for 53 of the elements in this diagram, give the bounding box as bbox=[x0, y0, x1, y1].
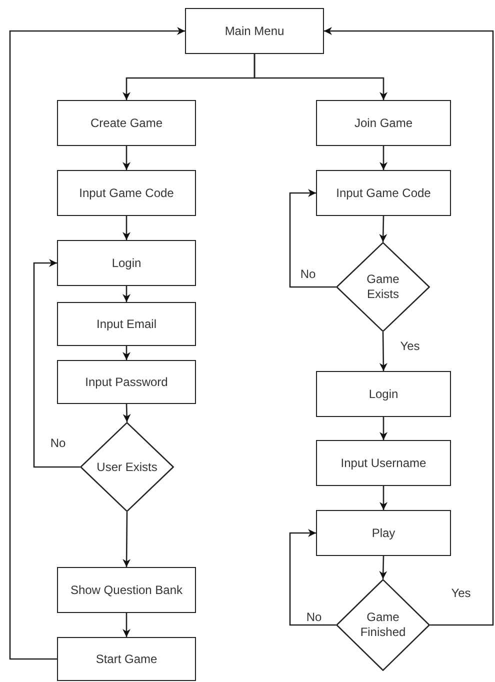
arrow bbox=[380, 417, 388, 440]
process-box bbox=[316, 170, 451, 216]
node-label: Start Game bbox=[94, 652, 158, 666]
edge-label: No bbox=[305, 610, 323, 624]
edge-label: Yes bbox=[399, 339, 421, 353]
node-label: Main Menu bbox=[224, 24, 286, 38]
node-label: Join Game bbox=[353, 116, 414, 130]
arrow bbox=[379, 216, 388, 242]
edge-label: No bbox=[49, 436, 67, 450]
arrow bbox=[122, 146, 130, 170]
process-box bbox=[57, 567, 196, 613]
node-label: User Exists bbox=[96, 460, 158, 474]
arrow bbox=[122, 346, 130, 360]
process-box bbox=[316, 510, 451, 556]
process-box bbox=[57, 170, 196, 216]
edge-label: No bbox=[299, 267, 317, 281]
arrow bbox=[379, 332, 388, 371]
node-label: Input Username bbox=[340, 456, 428, 470]
arrow bbox=[122, 404, 131, 422]
process-box bbox=[57, 360, 196, 404]
node-label: Login bbox=[368, 386, 400, 402]
arrow bbox=[289, 529, 336, 626]
node-label: Game Exists bbox=[366, 272, 400, 302]
process-box bbox=[316, 100, 451, 146]
arrow bbox=[324, 27, 494, 626]
arrow bbox=[254, 54, 388, 100]
edge-label: Yes bbox=[450, 586, 472, 600]
node-label: Input Email bbox=[95, 316, 158, 332]
process-box bbox=[316, 371, 451, 417]
process-box bbox=[57, 637, 196, 681]
process-box bbox=[57, 302, 196, 346]
node-label: Create Game bbox=[89, 116, 164, 130]
arrow bbox=[379, 556, 388, 580]
arrow bbox=[380, 486, 388, 510]
node-label: Input Password bbox=[84, 374, 169, 390]
node-label: Input Game Code bbox=[78, 186, 175, 200]
arrow bbox=[9, 27, 185, 660]
process-box bbox=[316, 440, 451, 486]
arrow bbox=[289, 189, 336, 288]
node-label: Play bbox=[370, 526, 396, 540]
arrow bbox=[122, 286, 130, 302]
node-label: Show Question Bank bbox=[69, 582, 184, 598]
arrow bbox=[33, 259, 80, 468]
arrow bbox=[380, 146, 388, 170]
arrow bbox=[122, 512, 131, 567]
arrow bbox=[122, 216, 130, 240]
node-label: Game Finished bbox=[359, 610, 407, 640]
process-box bbox=[57, 100, 196, 146]
node-label: Login bbox=[110, 256, 142, 270]
node-label: Input Game Code bbox=[335, 186, 432, 200]
process-box bbox=[57, 240, 196, 286]
process-box bbox=[185, 8, 324, 54]
arrow bbox=[122, 613, 130, 637]
